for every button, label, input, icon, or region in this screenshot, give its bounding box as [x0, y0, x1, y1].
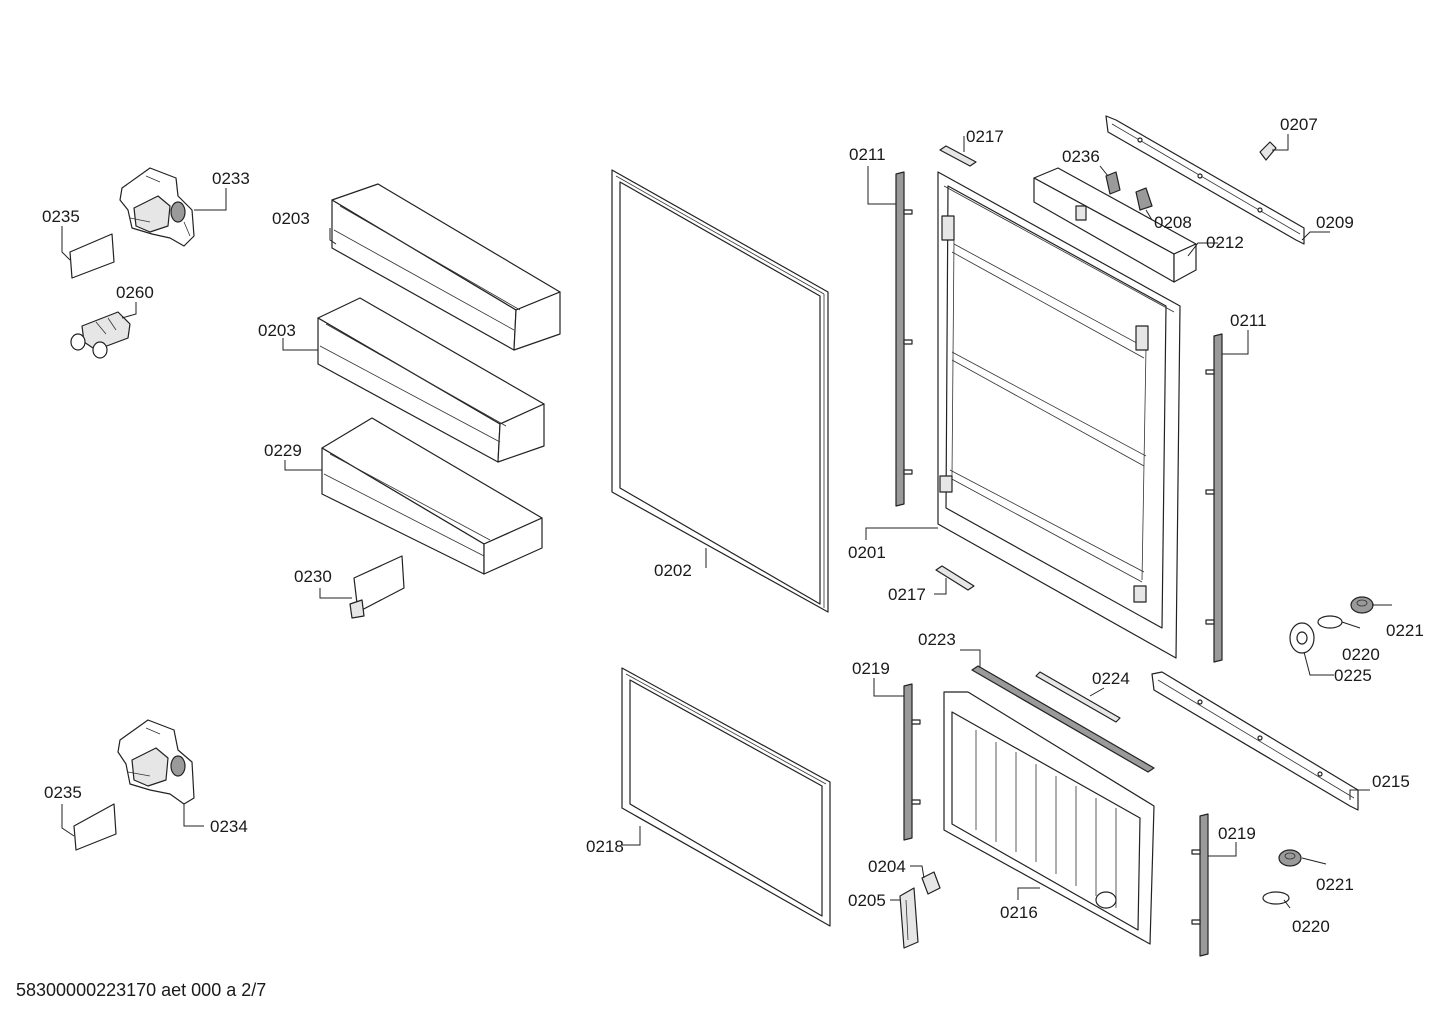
handle-part-0205[interactable]	[899, 887, 919, 949]
upper-mounting-rail-part[interactable]	[1105, 115, 1305, 245]
callout-0208: 0208	[1154, 213, 1192, 232]
document-id-footer: 58300000223170 aet 000 a 2/7	[16, 980, 267, 1000]
door-gasket-upper-part[interactable]	[611, 169, 829, 613]
hinge-cover-part-lower[interactable]	[73, 803, 117, 851]
lower-door-liner-part[interactable]	[943, 691, 1155, 945]
small-cap-part-0207[interactable]	[1259, 141, 1277, 161]
hinge-cover-part-upper[interactable]	[69, 233, 115, 279]
callout-0220-lower: 0220	[1292, 917, 1330, 936]
clip-part-0236[interactable]	[1105, 171, 1121, 195]
callout-0201: 0201	[848, 543, 886, 562]
callout-0236: 0236	[1062, 147, 1100, 166]
bracket-upper-part[interactable]	[939, 145, 977, 167]
door-rail-part-0219-left[interactable]	[903, 683, 921, 841]
callout-0211-left: 0211	[849, 145, 886, 164]
upper-door-liner-part[interactable]	[937, 171, 1181, 659]
door-shelf-part-lower[interactable]	[321, 417, 543, 575]
callout-0220-upper: 0220	[1342, 645, 1380, 664]
callout-0225: 0225	[1334, 666, 1372, 685]
damper-part-0221-upper[interactable]	[1350, 596, 1374, 614]
callout-0203-middle: 0203	[258, 321, 296, 340]
door-shelf-part-middle[interactable]	[317, 297, 545, 463]
damper-part-0221-lower[interactable]	[1278, 849, 1302, 867]
callout-0230: 0230	[294, 567, 332, 586]
callout-0205: 0205	[848, 891, 886, 910]
callout-0209: 0209	[1316, 213, 1354, 232]
callout-0217-lower: 0217	[888, 585, 926, 604]
washer-part-0220-upper[interactable]	[1317, 615, 1343, 629]
callout-0215: 0215	[1372, 772, 1410, 791]
callout-0229: 0229	[264, 441, 302, 460]
door-rail-left-part[interactable]	[895, 171, 913, 507]
callout-0204: 0204	[868, 857, 906, 876]
callout-0212: 0212	[1206, 233, 1244, 252]
callout-0216: 0216	[1000, 903, 1038, 922]
washer-part-0220-lower[interactable]	[1262, 891, 1290, 905]
door-rail-part-0219-right[interactable]	[1191, 813, 1209, 957]
callout-0224: 0224	[1092, 669, 1130, 688]
callout-0235-upper: 0235	[42, 207, 80, 226]
ring-part-0225[interactable]	[1289, 622, 1315, 654]
callout-0218: 0218	[586, 837, 624, 856]
callout-0211-right: 0211	[1230, 311, 1267, 330]
strip-part-0223[interactable]	[971, 665, 1155, 773]
lower-mounting-rail-part[interactable]	[1151, 671, 1359, 811]
clip-part-0204[interactable]	[921, 871, 941, 895]
callout-0221-upper: 0221	[1386, 621, 1424, 640]
strip-part-0224[interactable]	[1035, 671, 1121, 723]
callout-0207: 0207	[1280, 115, 1318, 134]
door-rail-right-part[interactable]	[1205, 333, 1223, 663]
bracket-lower-part[interactable]	[935, 565, 975, 591]
callout-0223: 0223	[918, 630, 956, 649]
shelf-divider-part[interactable]	[349, 555, 405, 619]
callout-0234: 0234	[210, 817, 248, 836]
callout-0219-right: 0219	[1218, 824, 1256, 843]
leader-lines	[61, 134, 1392, 909]
callout-0260: 0260	[116, 283, 154, 302]
upper-hinge-part[interactable]	[119, 167, 195, 247]
callout-0233: 0233	[212, 169, 250, 188]
hinge-bushing-part[interactable]	[70, 311, 131, 359]
door-gasket-lower-part[interactable]	[621, 667, 831, 927]
callout-0219-left: 0219	[852, 659, 890, 678]
door-shelf-part-upper[interactable]	[331, 183, 561, 351]
clip-part-0208[interactable]	[1135, 187, 1153, 211]
lower-hinge-part[interactable]	[117, 719, 195, 805]
callout-0235-lower: 0235	[44, 783, 82, 802]
callout-0202: 0202	[654, 561, 692, 580]
callout-0203-upper: 0203	[272, 209, 310, 228]
callout-0217-upper: 0217	[966, 127, 1004, 146]
callout-0221-lower: 0221	[1316, 875, 1354, 894]
